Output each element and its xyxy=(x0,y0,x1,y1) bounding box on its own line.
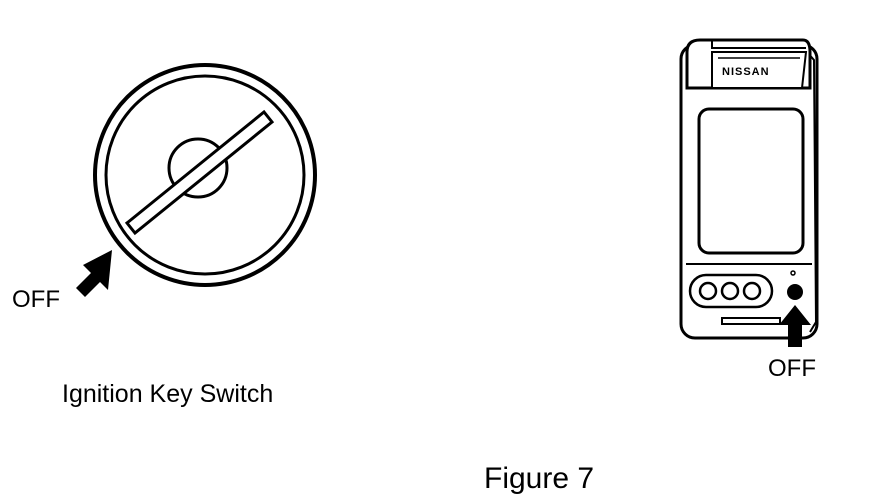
off-label-right: OFF xyxy=(768,355,816,382)
remote-device xyxy=(679,38,819,340)
ignition-switch-caption: Ignition Key Switch xyxy=(62,380,274,408)
status-led xyxy=(790,270,796,276)
device-top-band xyxy=(711,40,806,49)
off-arrow-right-icon xyxy=(779,305,811,347)
nissan-badge xyxy=(711,51,808,89)
off-arrow-left-icon xyxy=(76,250,112,297)
off-label-left: OFF xyxy=(12,286,60,313)
device-button-1 xyxy=(698,281,718,301)
figure-caption: Figure 7 xyxy=(484,462,595,495)
off-button-indicator xyxy=(787,284,803,300)
switch-inner-ring xyxy=(104,74,306,276)
key-slot xyxy=(124,109,275,236)
ignition-key-switch xyxy=(93,63,317,287)
device-button-2 xyxy=(720,281,740,301)
device-brand-label: NISSAN xyxy=(722,66,770,78)
switch-center-hub xyxy=(167,137,229,199)
switch-outer-ring xyxy=(93,63,317,287)
device-screen xyxy=(697,107,805,255)
device-button-3 xyxy=(742,281,762,301)
device-bottom-slot xyxy=(721,317,781,325)
